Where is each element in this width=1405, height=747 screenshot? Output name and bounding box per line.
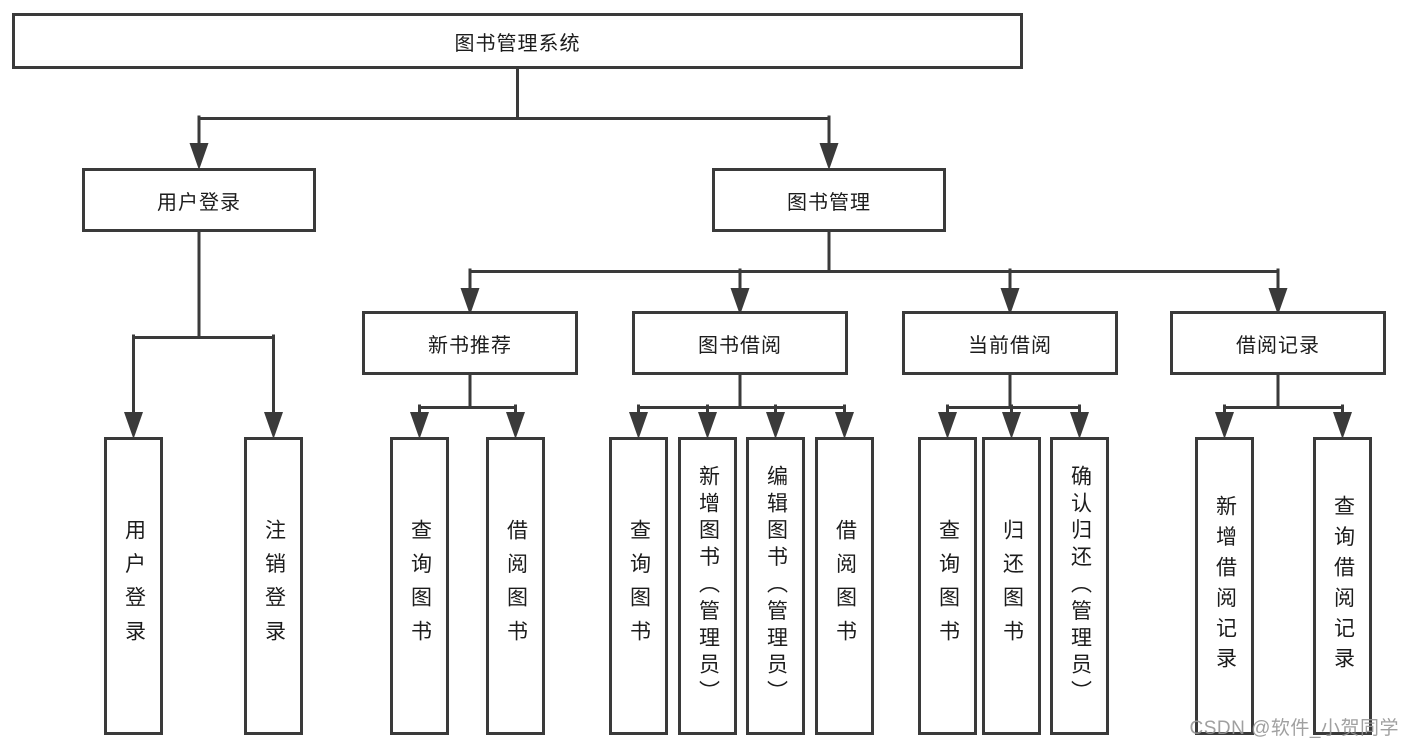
node-borrowing-records: 借阅记录 (1170, 311, 1386, 375)
leaf-records-add-borrow-record: 新增借阅记录 (1195, 437, 1254, 735)
leaf-recommend-query-books: 查询图书 (390, 437, 449, 735)
leaf-borrowing-query-books: 查询图书 (609, 437, 668, 735)
leaf-current-query-books: 查询图书 (918, 437, 977, 735)
node-new-book-recommendation: 新书推荐 (362, 311, 578, 375)
csdn-watermark: CSDN @软件_小贺同学 (1189, 718, 1399, 739)
node-label: 图书管理系统 (454, 32, 581, 55)
leaf-borrowing-add-books-admin: 新增图书（管理员） (678, 437, 737, 735)
leaf-borrowing-edit-books-admin: 编辑图书（管理员） (746, 437, 805, 735)
node-label: 新增借阅记录 (1213, 494, 1237, 678)
node-label: 确认归还（管理员） (1068, 465, 1092, 707)
node-label: 新增图书（管理员） (696, 465, 720, 707)
node-book-borrowing: 图书借阅 (632, 311, 848, 375)
leaf-records-query-borrow-record: 查询借阅记录 (1313, 437, 1372, 735)
node-library-management-system: 图书管理系统 (12, 13, 1023, 69)
node-label: 用户登录 (157, 191, 241, 214)
node-label: 新书推荐 (428, 334, 512, 357)
leaf-current-return-books: 归还图书 (982, 437, 1041, 735)
node-label: 查询图书 (408, 518, 432, 654)
node-label: 借阅记录 (1236, 334, 1320, 357)
leaf-current-confirm-return-admin: 确认归还（管理员） (1050, 437, 1109, 735)
node-label: 查询借阅记录 (1331, 494, 1355, 678)
node-label: 图书管理 (787, 191, 871, 214)
node-label: 当前借阅 (968, 334, 1052, 357)
node-label: 编辑图书（管理员） (764, 465, 788, 707)
node-label: 用户登录 (122, 518, 146, 654)
node-current-borrowing: 当前借阅 (902, 311, 1118, 375)
node-label: 借阅图书 (833, 518, 857, 654)
node-label: 查询图书 (627, 518, 651, 654)
node-label: 归还图书 (1000, 518, 1024, 654)
leaf-recommend-borrow-books: 借阅图书 (486, 437, 545, 735)
node-user-login: 用户登录 (82, 168, 316, 232)
node-label: 注销登录 (262, 518, 286, 654)
leaf-user-login: 用户登录 (104, 437, 163, 735)
node-label: 图书借阅 (698, 334, 782, 357)
leaf-logout: 注销登录 (244, 437, 303, 735)
leaf-borrowing-borrow-books: 借阅图书 (815, 437, 874, 735)
node-book-management: 图书管理 (712, 168, 946, 232)
node-label: 查询图书 (936, 518, 960, 654)
node-label: 借阅图书 (504, 518, 528, 654)
